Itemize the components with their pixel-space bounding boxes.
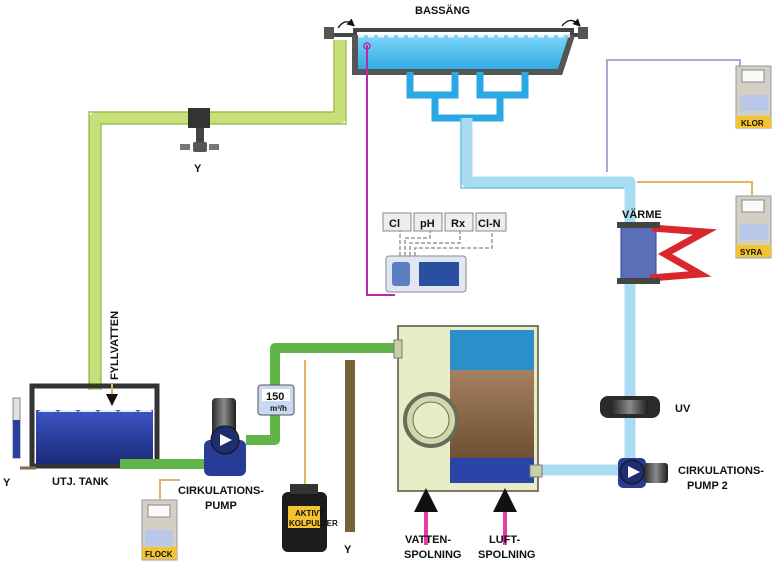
suction-pipe xyxy=(89,40,346,390)
filter-unit xyxy=(393,325,543,492)
water-flush-label-2: SPOLNING xyxy=(404,549,461,561)
chlorine-feed-line xyxy=(606,59,741,172)
equalization-tank xyxy=(29,383,160,469)
pool xyxy=(324,27,588,75)
return-pipe xyxy=(461,118,636,476)
flock-label: FLOCK xyxy=(145,550,173,559)
skimmer-left-icon xyxy=(337,18,355,29)
flow-meter: 150 m³/h xyxy=(257,384,295,416)
carbon-label-line2: KOLPULVER xyxy=(289,519,338,528)
drain-symbol-valve: Y xyxy=(194,163,202,175)
acid-label: SYRA xyxy=(740,248,762,257)
sensor-ph: pH xyxy=(420,218,435,230)
tank-label: UTJ. TANK xyxy=(52,476,109,488)
air-flush-label-2: SPOLNING xyxy=(478,549,535,561)
circulation-pump-2[interactable] xyxy=(618,458,668,488)
flow-unit: m³/h xyxy=(270,404,287,413)
activated-carbon-unit xyxy=(282,484,327,552)
drain-symbol-left: Y xyxy=(3,477,11,489)
pump-1-label-line1: CIRKULATIONS- xyxy=(178,485,264,497)
drain-symbol-bottom: Y xyxy=(344,544,352,556)
uv-unit xyxy=(600,396,660,418)
sensor-panel: Cl pH Rx Cl-N xyxy=(382,212,507,232)
fill-water-label: FYLLVATTEN xyxy=(109,311,121,380)
acid-dosing-unit xyxy=(735,195,772,259)
sample-line xyxy=(366,45,395,296)
pump-2-label-line2: PUMP 2 xyxy=(687,480,728,492)
sensor-cl: Cl xyxy=(389,218,400,230)
chlorine-dosing-unit xyxy=(735,65,772,129)
pump-1-label-line2: PUMP xyxy=(205,500,237,512)
sensor-rx: Rx xyxy=(451,218,466,230)
chlorine-label: KLOR xyxy=(741,119,764,128)
acid-feed-line xyxy=(637,181,753,195)
flock-dosing-unit xyxy=(141,479,180,561)
air-flush-label-1: LUFT- xyxy=(489,534,520,546)
circulation-pump-1[interactable] xyxy=(204,398,246,476)
flow-value: 150 xyxy=(266,391,284,403)
carbon-label-line1: AKTIVT xyxy=(295,509,324,518)
sensor-cl-n: Cl-N xyxy=(478,218,501,230)
uv-label: UV xyxy=(675,403,691,415)
pump-2-label-line1: CIRKULATIONS- xyxy=(678,465,764,477)
skimmer-right-icon xyxy=(561,18,581,27)
drain-valve[interactable] xyxy=(180,108,219,152)
analyzer-wiring xyxy=(399,230,493,256)
water-flush-label-1: VATTEN- xyxy=(405,534,451,546)
heat-label: VÄRME xyxy=(622,208,662,221)
level-indicator xyxy=(12,397,21,459)
water-analyzer xyxy=(385,255,467,293)
heat-exchanger xyxy=(617,222,717,284)
pool-label: BASSÄNG xyxy=(415,4,470,17)
